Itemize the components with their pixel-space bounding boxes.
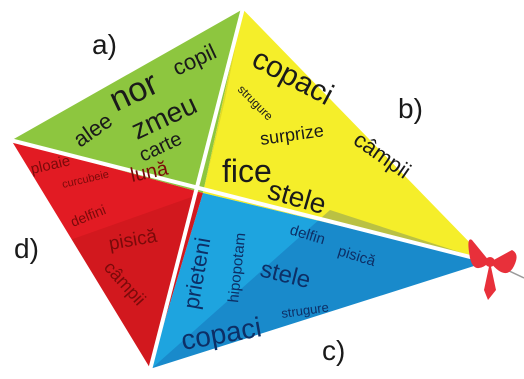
label-d: d) xyxy=(14,233,39,264)
panel-green xyxy=(10,8,243,193)
kite-spar-horizontal xyxy=(9,138,491,264)
shade-red xyxy=(70,193,203,370)
label-a: a) xyxy=(92,29,117,60)
panel-yellow xyxy=(203,8,490,262)
word-blue: strugure xyxy=(280,299,329,320)
label-c: c) xyxy=(322,335,345,366)
label-b: b) xyxy=(398,93,423,124)
panel-red xyxy=(10,140,203,370)
panel-blue xyxy=(150,193,490,370)
ribbon-bow-icon xyxy=(468,239,517,300)
word-yellow: fice xyxy=(222,153,272,189)
shade-blue xyxy=(150,210,490,370)
